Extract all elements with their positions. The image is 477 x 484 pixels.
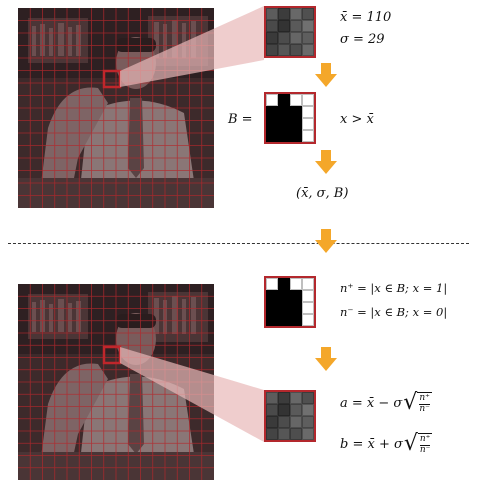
- formula-a-fraction: n⁺ n⁻: [417, 392, 432, 414]
- fraction-denominator: n⁻: [419, 444, 431, 455]
- n-minus-formula: n⁻ = |x ∈ B; x = 0|: [340, 305, 448, 319]
- threshold-condition: x > x̄: [340, 112, 374, 127]
- binary-block-bottom: [264, 276, 316, 328]
- sqrt-symbol: √: [403, 431, 418, 456]
- down-arrow-icon: [315, 229, 337, 253]
- formula-a-lhs: a = x̄ − σ: [340, 395, 403, 411]
- bottom-photo: [18, 284, 214, 480]
- zoomed-block-bottom: [264, 390, 316, 442]
- formula-b-lhs: b = x̄ + σ: [340, 436, 403, 452]
- down-arrow-icon: [315, 63, 337, 87]
- section-divider: [8, 243, 469, 244]
- formula-b: b = x̄ + σ √ n⁺ n⁻: [340, 431, 433, 456]
- down-arrow-icon: [315, 347, 337, 371]
- fraction-numerator: n⁺: [419, 393, 430, 405]
- fraction-denominator: n⁻: [419, 403, 430, 414]
- sqrt-symbol: √: [403, 390, 418, 415]
- formula-b-fraction: n⁺ n⁻: [417, 433, 433, 455]
- formula-a: a = x̄ − σ √ n⁺ n⁻: [340, 392, 432, 414]
- mean-label: x̄ = 110: [340, 10, 392, 25]
- down-arrow-icon: [315, 150, 337, 174]
- binary-label: B =: [228, 112, 253, 127]
- zoomed-block-top: [264, 6, 316, 58]
- photo-illustration: [18, 284, 214, 480]
- n-plus-formula: n⁺ = |x ∈ B; x = 1|: [340, 281, 448, 295]
- output-tuple: (x̄, σ, B): [296, 186, 349, 201]
- sigma-label: σ = 29: [340, 32, 385, 47]
- fraction-numerator: n⁺: [419, 434, 431, 446]
- binary-block-top: [264, 92, 316, 144]
